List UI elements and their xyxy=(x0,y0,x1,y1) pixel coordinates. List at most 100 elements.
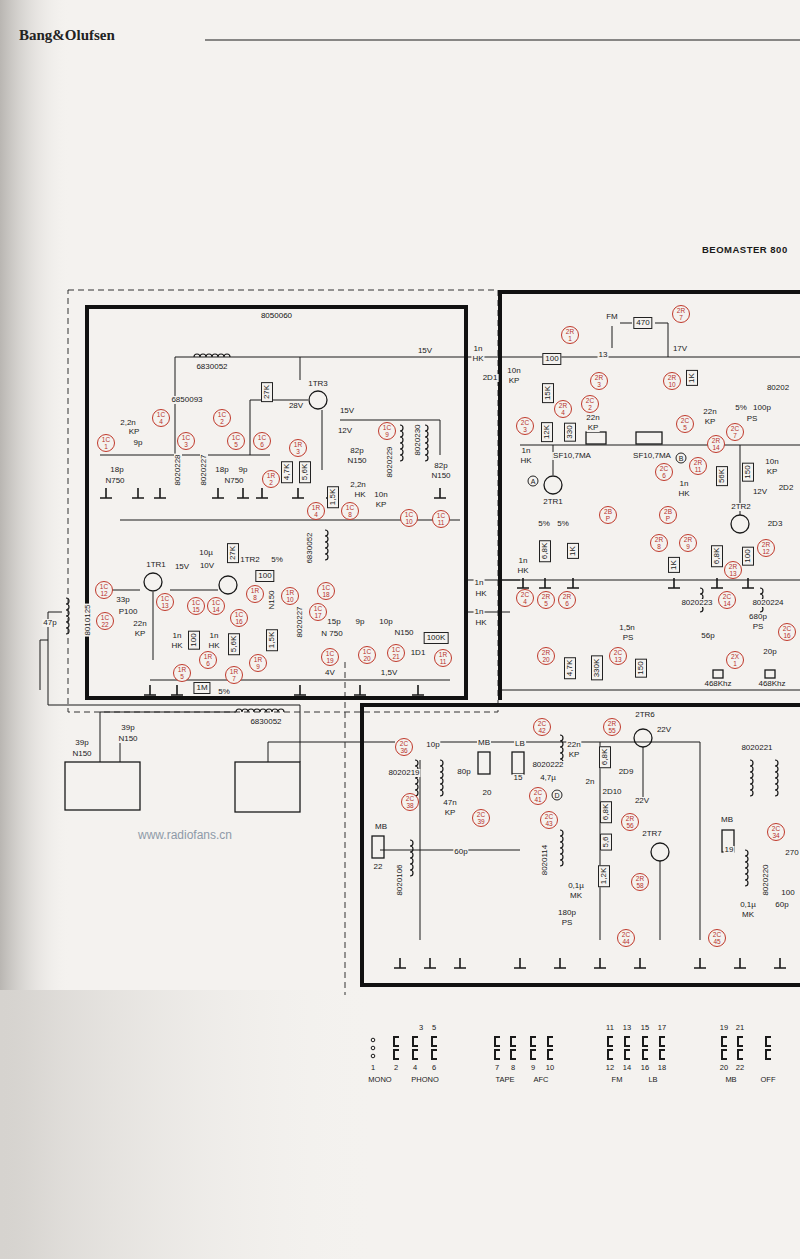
component-value: 15V xyxy=(174,563,190,571)
push-key-symbol xyxy=(394,1037,399,1059)
ground-symbol xyxy=(554,958,566,968)
ground-symbol xyxy=(774,958,786,968)
callout-number: 1C 12 xyxy=(95,581,113,599)
component-value: 1TR2 xyxy=(239,556,261,564)
resistor-value: 4,7K xyxy=(564,657,576,679)
resistor-value: 1M xyxy=(193,682,210,694)
resistor-value: 12K xyxy=(541,422,553,442)
component-value: 82p xyxy=(349,447,364,455)
component-value: 4,7µ xyxy=(539,774,557,782)
switch-number: 3 xyxy=(418,1024,424,1032)
component-value: 2TR6 xyxy=(634,711,656,719)
component-value: 8020219 xyxy=(387,769,420,777)
callout-number: 2C 43 xyxy=(540,811,558,829)
wire xyxy=(612,326,613,348)
test-point-letter: D xyxy=(552,790,563,801)
callout-number: 1C 3 xyxy=(177,432,195,450)
ground-symbol xyxy=(668,578,680,588)
callout-number: 1C 4 xyxy=(152,409,170,427)
callout-number: 2R 56 xyxy=(621,813,639,831)
callout-number: 1C 13 xyxy=(156,593,174,611)
push-key-symbol xyxy=(432,1037,437,1059)
resistor-value: 100 xyxy=(255,570,274,582)
component-value: 8010125 xyxy=(84,603,92,636)
coil-symbol xyxy=(750,760,753,796)
callout-number: 2R 3 xyxy=(590,372,608,390)
wire xyxy=(380,850,520,851)
ground-symbol xyxy=(742,578,754,588)
resistor-value: 4,7K xyxy=(281,461,293,483)
component-value: 1n xyxy=(474,579,485,587)
switch-contact xyxy=(478,752,490,774)
component-value: 5% xyxy=(217,688,231,696)
callout-number: 1C 2 xyxy=(213,409,231,427)
callout-number: 2R 58 xyxy=(631,873,649,891)
callout-number: 2C 44 xyxy=(617,929,635,947)
callout-number: 1C 11 xyxy=(432,510,450,528)
resistor-value: 150 xyxy=(742,462,754,481)
component-value: 13 xyxy=(598,351,609,359)
switch-number: 12 xyxy=(605,1064,615,1072)
ground-symbol xyxy=(292,488,304,498)
component-value: 2TR2 xyxy=(730,503,752,511)
switch-number: 19 xyxy=(719,1024,729,1032)
component-value: SF10,7MA xyxy=(632,452,672,460)
ceramic-filter xyxy=(586,432,606,444)
component-value: KP xyxy=(587,424,600,432)
component-value: 60p xyxy=(774,901,789,909)
module-border xyxy=(362,705,800,985)
resistor-value: 27K xyxy=(227,543,239,563)
component-value: 12V xyxy=(337,427,353,435)
component-value: 2D2 xyxy=(778,484,795,492)
push-key-symbol xyxy=(766,1037,771,1059)
component-value: 2D9 xyxy=(618,768,635,776)
callout-number: 1C 18 xyxy=(317,582,335,600)
callout-number: 1R 6 xyxy=(199,651,217,669)
coil-symbol xyxy=(194,354,230,357)
resistor-value: 56K xyxy=(716,466,728,486)
crystal-filter xyxy=(713,670,723,678)
component-value: 5% xyxy=(537,520,551,528)
component-value: N150 xyxy=(71,750,92,758)
ground-symbol xyxy=(711,578,723,588)
transistor-symbol xyxy=(544,476,562,494)
callout-number: 1R 5 xyxy=(173,664,191,682)
component-value: 20 xyxy=(482,789,493,797)
coil-symbol xyxy=(745,850,748,886)
module-number: 8050060 xyxy=(259,311,294,321)
component-value: MB xyxy=(374,823,388,831)
brand-name: Bang&Olufsen xyxy=(18,28,116,43)
callout-number: 1R 9 xyxy=(249,654,267,672)
push-key-symbol xyxy=(625,1037,630,1059)
component-value: KP xyxy=(508,377,521,385)
resistor-value: 15K xyxy=(542,383,554,403)
component-value: 22 xyxy=(373,863,384,871)
callout-number: 1R 7 xyxy=(225,666,243,684)
component-value: 22n xyxy=(132,620,147,628)
component-value: 80202 xyxy=(766,384,790,392)
callout-number: 1C 8 xyxy=(341,502,359,520)
callout-number: 2C 14 xyxy=(718,591,736,609)
component-value: 6850093 xyxy=(170,396,203,404)
component-value: HK xyxy=(474,590,487,598)
wire xyxy=(205,40,800,41)
callout-number: 1C 21 xyxy=(387,644,405,662)
callout-number: 1C 17 xyxy=(309,603,327,621)
callout-number: 2R 12 xyxy=(757,539,775,557)
component-value: 19 xyxy=(724,846,735,854)
callout-number: 1C 6 xyxy=(253,432,271,450)
component-value: 22n xyxy=(566,741,581,749)
wire xyxy=(175,357,470,358)
component-value: 22n xyxy=(702,408,717,416)
component-value: 2,2n xyxy=(119,419,137,427)
component-value: 82p xyxy=(433,462,448,470)
switch-number: 13 xyxy=(622,1024,632,1032)
component-value: 8020230 xyxy=(414,423,422,456)
switch-number: 17 xyxy=(657,1024,667,1032)
component-value: N150 xyxy=(268,589,276,610)
component-value: HK xyxy=(516,567,529,575)
component-value: 18p xyxy=(109,466,124,474)
callout-number: 2C 38 xyxy=(401,793,419,811)
coil-symbol xyxy=(400,425,403,461)
component-value: 6830052 xyxy=(249,718,282,726)
